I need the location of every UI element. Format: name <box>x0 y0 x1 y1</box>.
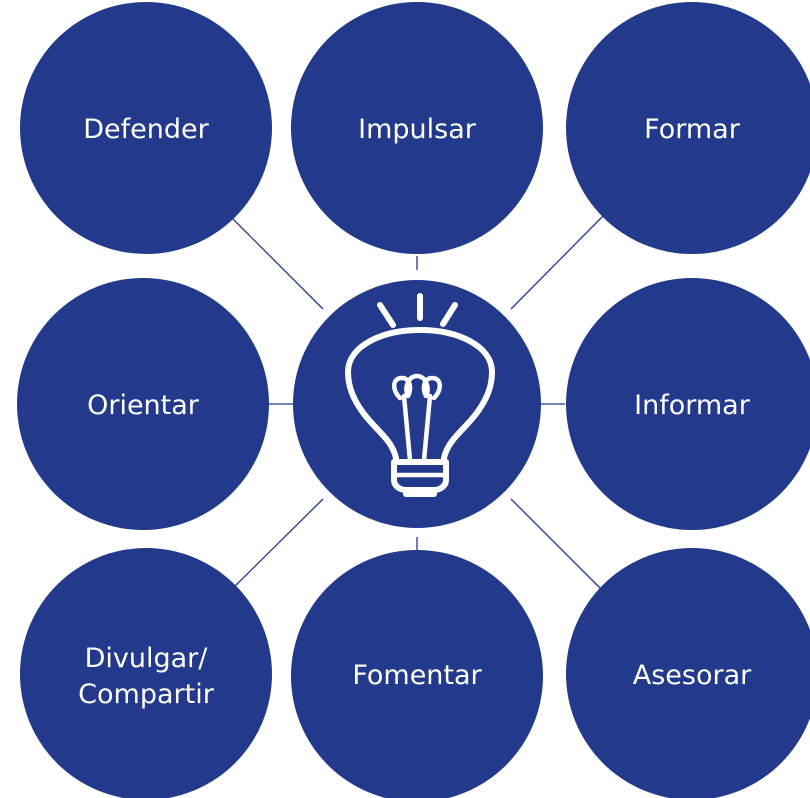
node-label: Defender <box>83 114 209 145</box>
node-fomentar: Fomentar <box>291 550 543 798</box>
connector-formar <box>510 215 604 310</box>
node-impulsar: Impulsar <box>291 2 543 254</box>
node-label: Informar <box>634 390 751 421</box>
connector-defender <box>229 215 324 310</box>
connector-asesorar <box>510 498 604 592</box>
node-label: Asesorar <box>633 660 752 691</box>
node-label: Fomentar <box>352 660 482 691</box>
node-formar: Formar <box>566 2 810 254</box>
node-informar: Informar <box>566 278 810 530</box>
node-label: Formar <box>644 114 741 145</box>
node-label-line1: Divulgar/ <box>85 643 209 674</box>
node-label-line2: Compartir <box>78 679 215 710</box>
node-defender: Defender <box>20 2 272 254</box>
node-label: Orientar <box>87 390 200 421</box>
connectors <box>229 215 604 592</box>
connector-divulgar <box>232 498 324 589</box>
center-hub <box>293 280 541 528</box>
node-orientar: Orientar <box>17 278 269 530</box>
lightbulb-icon <box>345 293 495 497</box>
node-label: Impulsar <box>358 114 477 145</box>
node-divulgar-compartir: Divulgar/ Compartir <box>20 548 272 798</box>
node-asesorar: Asesorar <box>566 548 810 798</box>
